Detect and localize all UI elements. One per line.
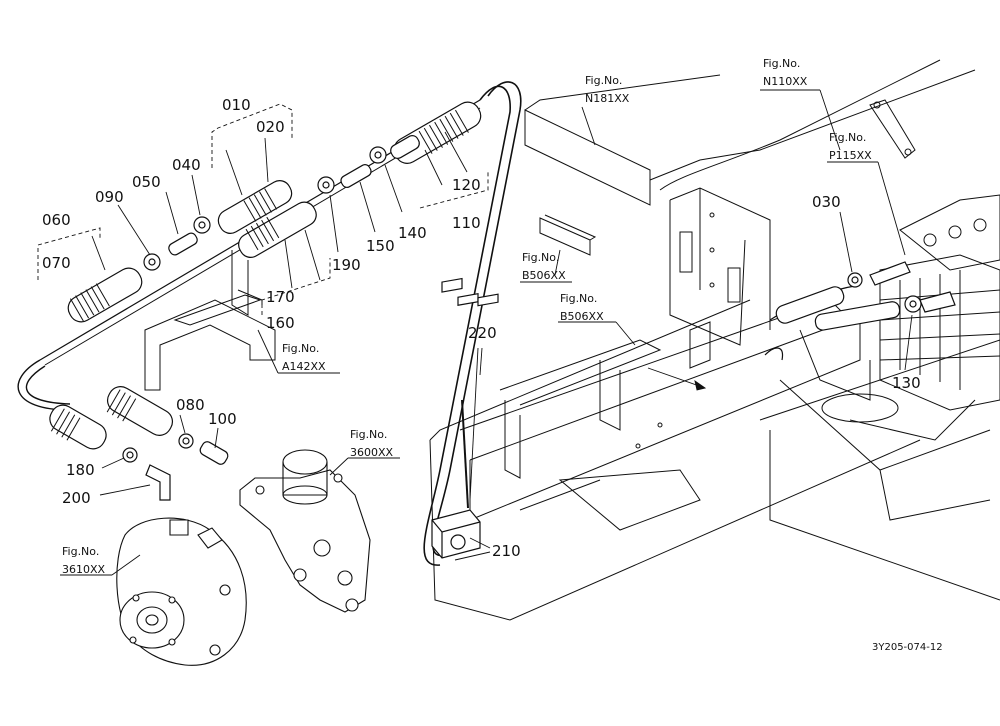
fig-ref-prefix: Fig.No.	[350, 428, 387, 441]
part-label-140: 140	[398, 224, 427, 242]
machine-frame	[429, 59, 1000, 621]
fig-ref-3600: Fig.No. 3600XX	[350, 428, 394, 459]
leader-lines	[37, 89, 913, 576]
fig-ref-prefix: Fig.No.	[560, 292, 597, 305]
part-label-170: 170	[266, 288, 295, 306]
lower-hose-loop	[17, 359, 71, 411]
fig-ref-p115: Fig.No. P115XX	[829, 131, 872, 162]
part-label-220: 220	[468, 324, 497, 342]
part-label-160: 160	[266, 314, 295, 332]
hose-clamps	[431, 277, 499, 559]
fig-ref-prefix: Fig.No.	[763, 57, 800, 70]
part-label-030: 030	[812, 193, 841, 211]
part-label-110: 110	[452, 214, 481, 232]
part-label-200: 200	[62, 489, 91, 507]
fig-ref-code: N181XX	[585, 92, 630, 105]
part-label-070: 070	[42, 254, 71, 272]
fig-ref-prefix: Fig.No.	[585, 74, 622, 87]
fig-ref-b506-a: Fig.No. B506XX	[522, 251, 566, 282]
fig-ref-prefix: Fig.No.	[829, 131, 866, 144]
thermostat-housing	[239, 449, 371, 613]
part-label-150: 150	[366, 237, 395, 255]
fig-ref-code: N110XX	[763, 75, 808, 88]
fig-ref-b506-b: Fig.No. B506XX	[560, 292, 604, 323]
fig-ref-code: A142XX	[282, 360, 326, 373]
fig-ref-prefix: Fig.No.	[522, 251, 559, 264]
fig-ref-n110: Fig.No. N110XX	[763, 57, 808, 88]
fig-ref-n181: Fig.No. N181XX	[585, 74, 630, 105]
fig-ref-3610: Fig.No. 3610XX	[62, 545, 106, 576]
fig-ref-code: B506XX	[522, 269, 566, 282]
fig-ref-prefix: Fig.No.	[282, 342, 319, 355]
bracket-a142	[144, 250, 276, 391]
fig-ref-code: 3610XX	[62, 563, 106, 576]
fig-ref-prefix: Fig.No.	[62, 545, 99, 558]
part-label-020: 020	[256, 118, 285, 136]
part-label-190: 190	[332, 256, 361, 274]
part-label-210: 210	[492, 542, 521, 560]
part-label-120: 120	[452, 176, 481, 194]
drawing-code: 3Y205-074-12	[872, 642, 943, 653]
fig-ref-a142: Fig.No. A142XX	[282, 342, 326, 373]
heater-hose	[764, 261, 956, 361]
part-label-060: 060	[42, 211, 71, 229]
part-label-080: 080	[176, 396, 205, 414]
part-labels: 010 020 040 050 090 060 070 120 110 140 …	[42, 96, 921, 560]
part-label-100: 100	[208, 410, 237, 428]
fig-references: Fig.No. N181XX Fig.No. N110XX Fig.No. P1…	[62, 57, 872, 576]
fig-ref-code: P115XX	[829, 149, 872, 162]
part-label-050: 050	[132, 173, 161, 191]
part-label-040: 040	[172, 156, 201, 174]
upper-hose-assembly	[39, 99, 482, 366]
part-label-010: 010	[222, 96, 251, 114]
fig-ref-code: B506XX	[560, 310, 604, 323]
part-label-180: 180	[66, 461, 95, 479]
lower-hose-assembly	[49, 386, 229, 501]
part-label-130: 130	[892, 374, 921, 392]
fig-ref-code: 3600XX	[350, 446, 394, 459]
water-pump	[116, 517, 247, 666]
part-label-090: 090	[95, 188, 124, 206]
